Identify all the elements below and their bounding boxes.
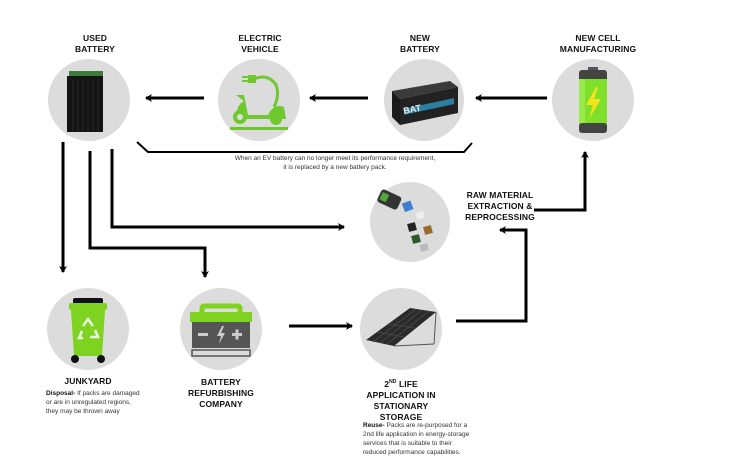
replacement-caption: When an EV battery can no longer meet it… xyxy=(170,154,500,172)
title-line: STORAGE xyxy=(379,411,423,422)
title-line: ELECTRIC xyxy=(238,33,282,43)
electric-scooter-icon xyxy=(230,75,288,130)
used-battery-icon xyxy=(67,71,103,132)
title-line: REFURBISHING xyxy=(188,388,254,398)
desc-label: Reuse- xyxy=(363,422,385,429)
title-line: STATIONARY xyxy=(373,400,429,411)
title-line: BATTERY xyxy=(201,377,241,387)
title-line: REPROCESSING xyxy=(465,212,535,222)
battery-brand-label: BAT xyxy=(402,103,422,116)
desc-label: Disposal- xyxy=(46,390,76,397)
title-line: MANUFACTURING xyxy=(559,44,637,54)
electric-vehicle-title: ELECTRIC VEHICLE xyxy=(225,33,295,55)
title-line: NEW CELL xyxy=(575,33,621,43)
new-battery-title: NEW BATTERY xyxy=(385,33,455,55)
title-line: BATTERY xyxy=(75,44,115,54)
raw-materials-icon xyxy=(377,189,433,252)
new-battery-node: BAT xyxy=(384,59,464,141)
refurbished-battery-icon xyxy=(190,303,252,357)
recycle-bin-icon xyxy=(69,298,107,363)
junkyard-description: Disposal- If packs are damaged or are in… xyxy=(46,389,142,416)
title-line: USED xyxy=(82,33,108,43)
raw-material-title: RAW MATERIAL EXTRACTION & REPROCESSING xyxy=(450,190,550,223)
used-battery-title: USED BATTERY xyxy=(60,33,130,55)
electric-vehicle-node xyxy=(218,59,300,141)
junkyard-title: JUNKYARD xyxy=(64,376,112,386)
desc-text: Packs are re-purposed for a 2nd life app… xyxy=(363,422,470,456)
desc-text: If packs are damaged or are in unregulat… xyxy=(46,390,140,415)
second-life-title: 2ND LIFE APPLICATION IN STATIONARY STORA… xyxy=(351,377,451,423)
refurbishing-node xyxy=(180,288,262,370)
refurbishing-title: BATTERY REFURBISHING COMPANY xyxy=(171,377,271,410)
title-line: RAW MATERIAL xyxy=(466,190,534,200)
title-prefix: 2 xyxy=(384,378,390,389)
title-line: VEHICLE xyxy=(241,44,279,54)
title-line: EXTRACTION & xyxy=(467,201,533,211)
second-life-node xyxy=(360,288,442,370)
second-life-description: Reuse- Packs are re-purposed for a 2nd l… xyxy=(363,421,475,457)
charging-cell-icon xyxy=(579,67,607,133)
title-superscript: ND xyxy=(389,379,397,385)
title-line: NEW xyxy=(409,33,431,43)
title-line: 2ND LIFE xyxy=(351,377,451,390)
raw-material-node xyxy=(370,182,450,262)
replacement-bracket xyxy=(136,141,473,153)
new-cell-node xyxy=(552,59,634,141)
arrow-raw-material-to-new-cell xyxy=(534,151,589,212)
title-line: APPLICATION IN xyxy=(366,389,436,400)
solar-panel-icon xyxy=(366,308,437,347)
title-line: COMPANY xyxy=(199,399,243,409)
junkyard-node xyxy=(47,288,129,370)
new-cell-title: NEW CELL MANUFACTURING xyxy=(548,33,648,55)
arrow-used-to-raw-material xyxy=(110,149,345,231)
caption-line: it is replaced by a new battery pack. xyxy=(283,164,387,171)
arrow-second-life-to-raw-material xyxy=(456,226,528,323)
title-rest: LIFE xyxy=(396,378,418,389)
title-line: BATTERY xyxy=(400,44,440,54)
arrow-used-to-refurbishing xyxy=(88,151,209,278)
used-battery-node xyxy=(48,59,130,141)
caption-line: When an EV battery can no longer meet it… xyxy=(234,155,436,162)
car-battery-icon: BAT xyxy=(392,81,458,125)
